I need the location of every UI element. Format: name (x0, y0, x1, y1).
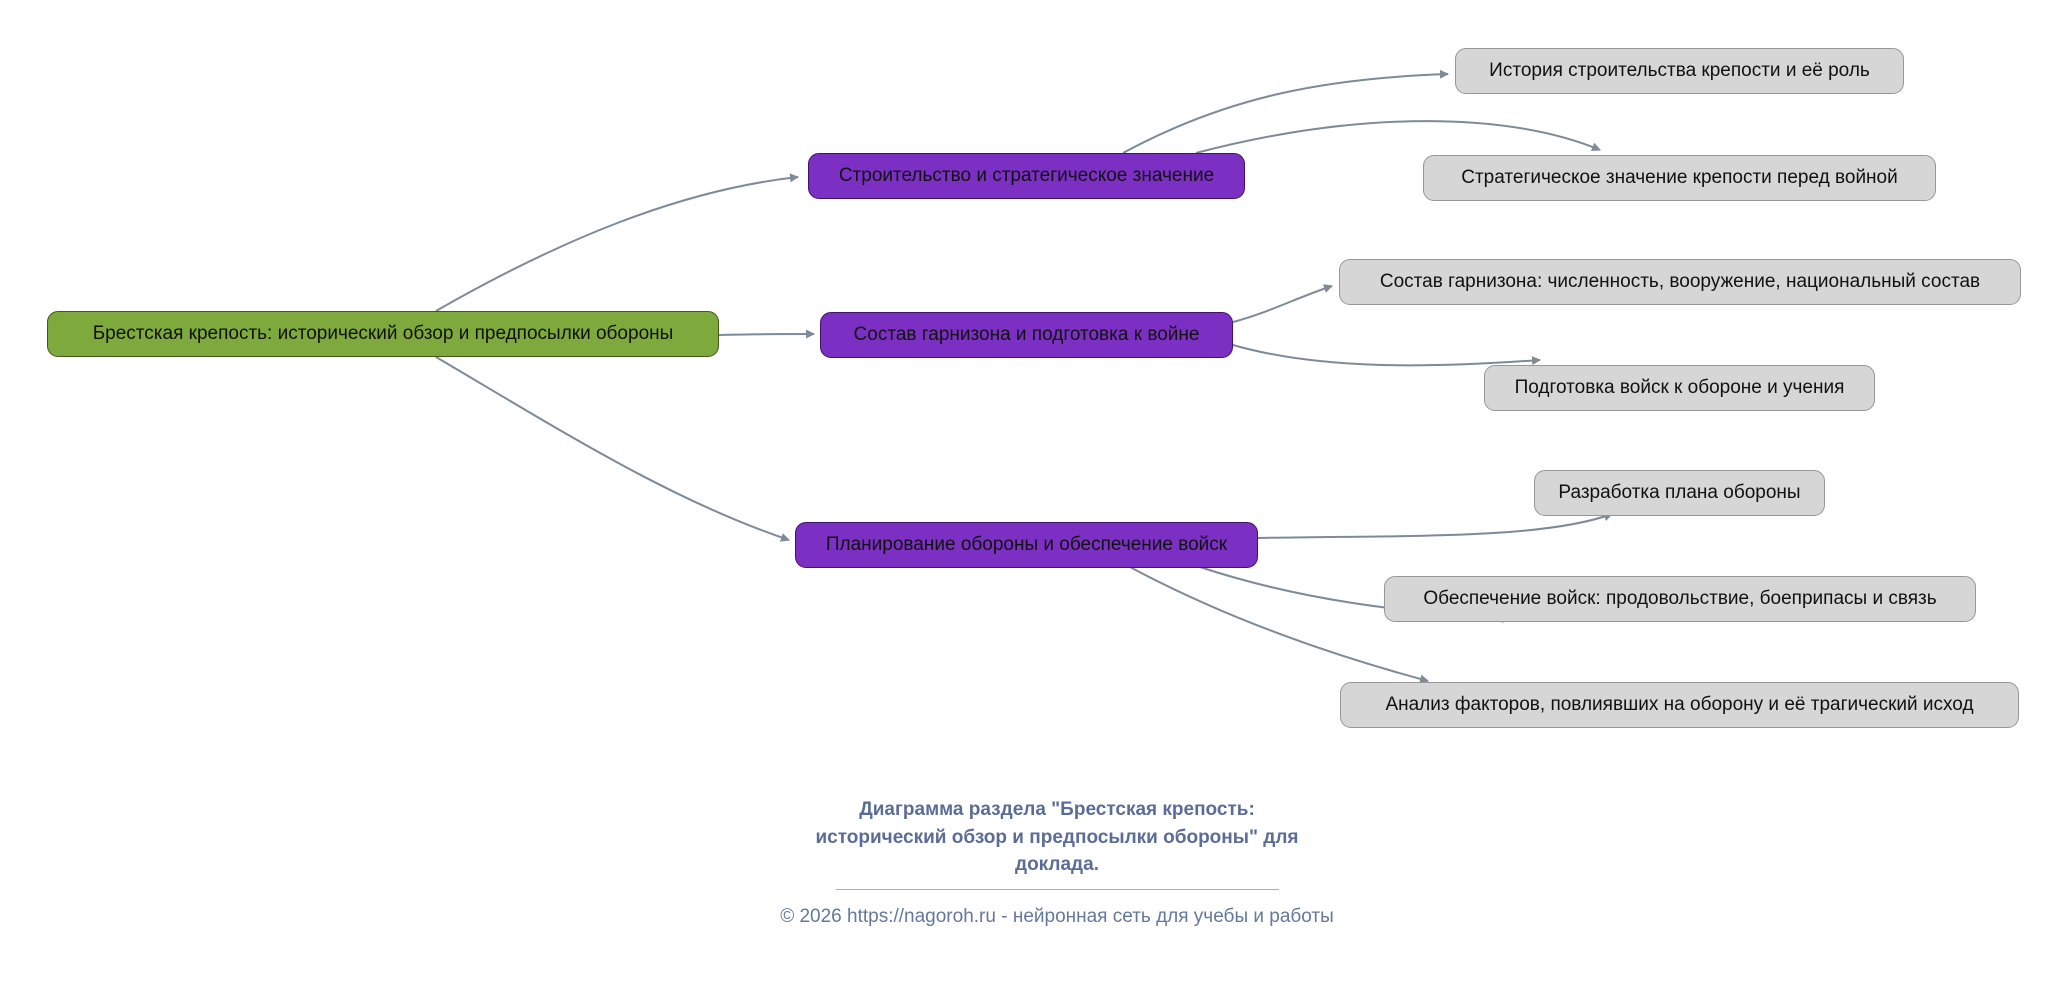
node-leaf-defense-plan: Разработка плана обороны (1534, 470, 1825, 516)
edge-branch-construction-to-strategic (1195, 120, 1601, 154)
node-leaf-troop-supply: Обеспечение войск: продовольствие, боепр… (1384, 576, 1976, 622)
edge-branch-construction-to-history (1122, 69, 1449, 154)
edge-branch-planning-to-analysis (1129, 566, 1429, 684)
node-leaf-garrison-composition: Состав гарнизона: численность, вооружени… (1339, 259, 2021, 305)
caption-title: Диаграмма раздела "Брестская крепость: и… (815, 799, 1299, 876)
node-leaf-factor-analysis: Анализ факторов, повлиявших на оборону и… (1340, 682, 2019, 728)
node-leaf-troop-training: Подготовка войск к обороне и учения (1484, 365, 1875, 411)
caption-footer: © 2026 https://nagoroh.ru - нейронная се… (780, 905, 1334, 927)
edge-root-to-branch-construction (435, 173, 799, 312)
node-branch-garrison-preparation: Состав гарнизона и подготовка к войне (820, 312, 1233, 358)
node-branch-construction-strategic: Строительство и стратегическое значение (808, 153, 1245, 199)
caption-divider (835, 888, 1279, 890)
edge-root-to-branch-planning (435, 356, 790, 542)
node-root-brest-fortress: Брестская крепость: исторический обзор и… (47, 311, 719, 357)
edge-branch-planning-to-plan (1257, 512, 1613, 539)
node-leaf-construction-history: История строительства крепости и её роль (1455, 48, 1904, 94)
edge-branch-garrison-to-training (1232, 344, 1541, 367)
edge-branch-garrison-to-composition (1232, 284, 1333, 323)
edge-root-to-branch-garrison (718, 329, 815, 339)
caption: Диаграмма раздела "Брестская крепость: и… (707, 796, 1407, 928)
node-leaf-strategic-value: Стратегическое значение крепости перед в… (1423, 155, 1936, 201)
node-branch-defense-planning: Планирование обороны и обеспечение войск (795, 522, 1258, 568)
